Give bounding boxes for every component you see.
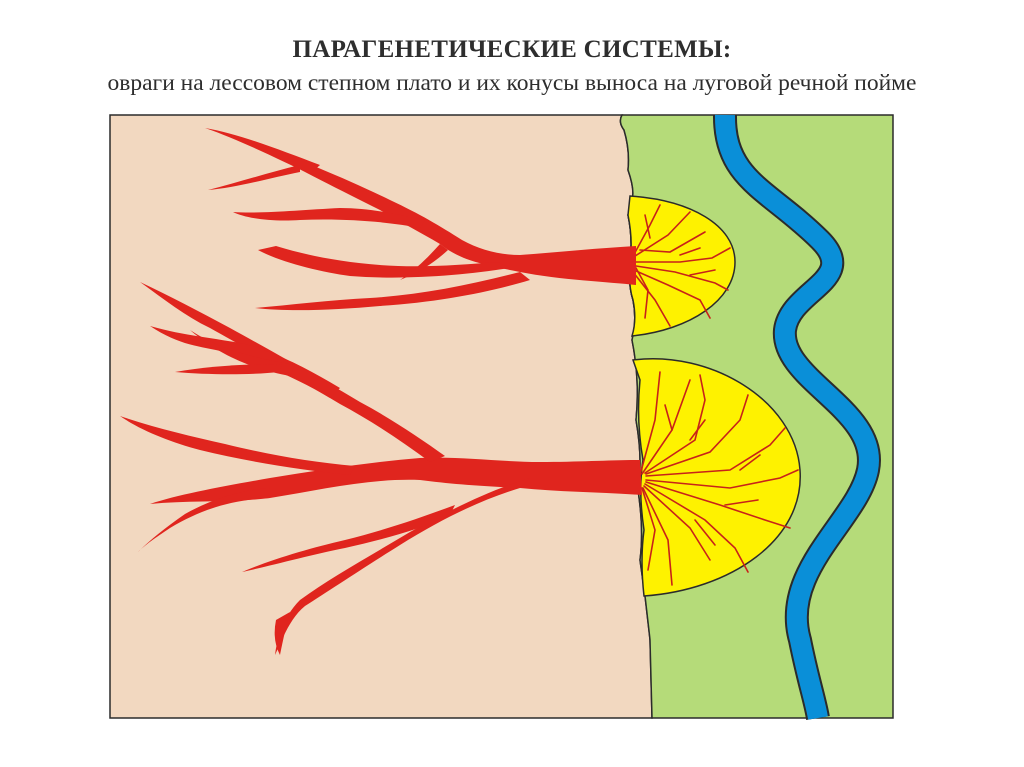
alluvial-fan-lower — [631, 358, 801, 597]
ravine-system-upper — [205, 128, 636, 311]
slide-subtitle: овраги на лессовом степном плато и их ко… — [107, 70, 917, 96]
fan-rills-upper — [631, 204, 731, 327]
fan-rills-lower — [639, 371, 799, 586]
slide-title: ПАРАГЕНЕТИЧЕСКИЕ СИСТЕМЫ: — [292, 36, 732, 63]
ravine-system-lower — [120, 282, 642, 655]
river-water — [714, 114, 879, 720]
